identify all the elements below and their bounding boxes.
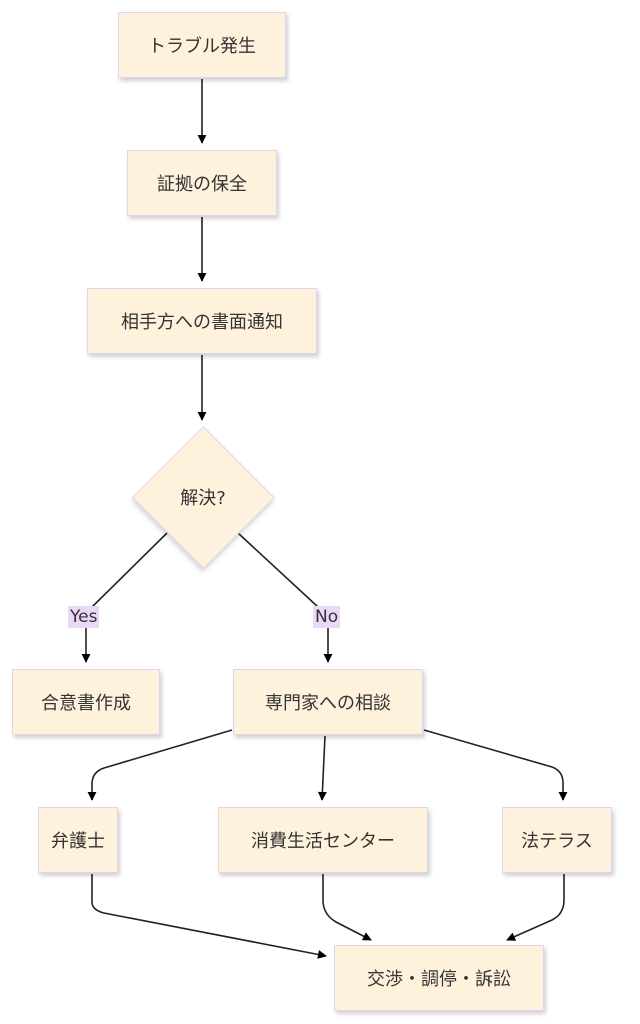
node-consult: 専門家への相談	[233, 669, 423, 735]
edge-resolved-agreement	[86, 532, 168, 662]
node-lawyer-label: 弁護士	[51, 831, 105, 852]
edge-lawyer-litigation	[91, 874, 327, 959]
node-notice-label: 相手方への書面通知	[121, 312, 283, 333]
node-houterasu-label: 法テラス	[521, 831, 593, 852]
node-trouble: トラブル発生	[118, 12, 286, 78]
node-consult-label: 専門家への相談	[265, 693, 391, 714]
node-litigation-label: 交渉・調停・訴訟	[367, 969, 511, 990]
node-trouble-label: トラブル発生	[148, 36, 256, 57]
edge-consult-lawyer	[87, 729, 233, 801]
node-consumer-center-label: 消費生活センター	[251, 831, 395, 852]
node-litigation: 交渉・調停・訴訟	[334, 945, 544, 1011]
edge-label-yes: Yes	[68, 606, 100, 628]
edge-consult-consumer-center	[317, 735, 327, 801]
node-evidence-label: 証拠の保全	[157, 174, 247, 195]
node-resolved-decision: 解決?	[132, 426, 275, 569]
edge-label-no: No	[313, 606, 341, 628]
edge-consumer-center-litigation	[322, 874, 372, 941]
node-agreement-label: 合意書作成	[41, 693, 131, 714]
node-notice: 相手方への書面通知	[87, 288, 317, 354]
node-consumer-center: 消費生活センター	[218, 807, 428, 873]
node-evidence: 証拠の保全	[127, 150, 277, 216]
node-agreement: 合意書作成	[12, 669, 160, 735]
node-lawyer: 弁護士	[38, 807, 118, 873]
edge-houterasu-litigation	[506, 874, 565, 941]
node-resolved-label: 解決?	[180, 488, 226, 509]
node-houterasu: 法テラス	[502, 807, 612, 873]
edge-consult-houterasu	[423, 729, 568, 801]
edge-resolved-consult	[237, 532, 328, 662]
